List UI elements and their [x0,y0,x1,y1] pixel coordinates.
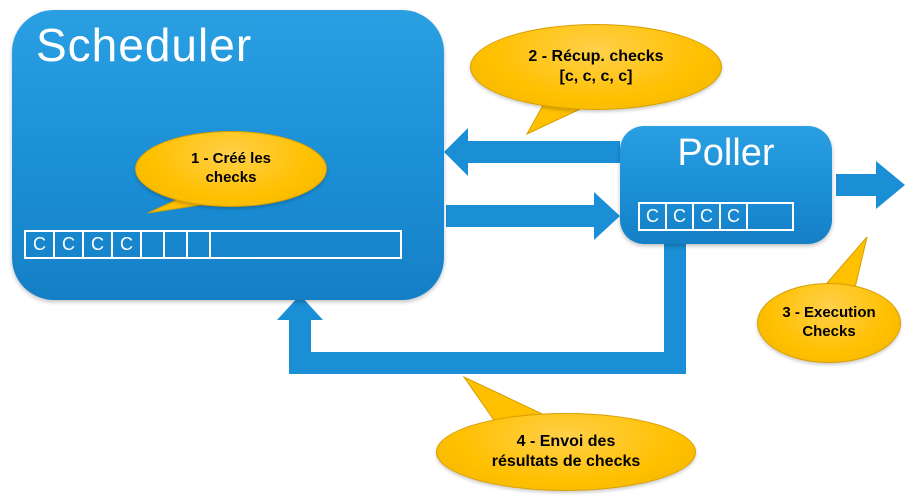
poller-queue-cell: C [694,204,721,229]
callout-send-line2: résultats de checks [491,453,641,470]
scheduler-queue-cell [188,232,211,257]
scheduler-queue-cell: C [113,232,142,257]
scheduler-queue-cell: C [55,232,84,257]
callout-execute-line2: Checks [802,323,856,340]
poller-queue-cell: C [640,204,667,229]
callout-fetch-line1: 2 - Récup. checks [528,48,664,65]
scheduler-queue-cell [165,232,188,257]
scheduler-queue-cell: C [84,232,113,257]
callout-fetch-checks: 2 - Récup. checks [c, c, c, c] [470,24,722,110]
arrow-poller-out [836,161,905,209]
poller-queue: C C C C [638,202,794,231]
scheduler-queue: C C C C [24,230,402,259]
scheduler-queue-cell [211,232,400,257]
callout-send-line1: 4 - Envoi des [516,433,616,450]
callout-execute-line1: 3 - Execution [782,304,876,322]
callout-send-results: 4 - Envoi des résultats de checks [436,413,696,491]
callout-create-line1: 1 - Créé les [190,150,272,168]
poller-queue-cell: C [721,204,748,229]
arrow-poller-to-scheduler [444,128,620,176]
callout-fetch-line2: [c, c, c, c] [559,68,633,85]
poller-queue-cell: C [667,204,694,229]
poller-box: Poller C C C C [620,126,832,244]
scheduler-title: Scheduler [36,19,253,71]
callout-create-line2: checks [205,169,257,186]
scheduler-queue-cell: C [26,232,55,257]
callout-execute-checks: 3 - Execution Checks [757,283,901,363]
poller-queue-cell [748,204,792,229]
arrow-scheduler-to-poller [446,192,620,240]
scheduler-queue-cell [142,232,165,257]
poller-title: Poller [677,132,775,174]
callout-create-checks: 1 - Créé les checks [135,131,327,207]
